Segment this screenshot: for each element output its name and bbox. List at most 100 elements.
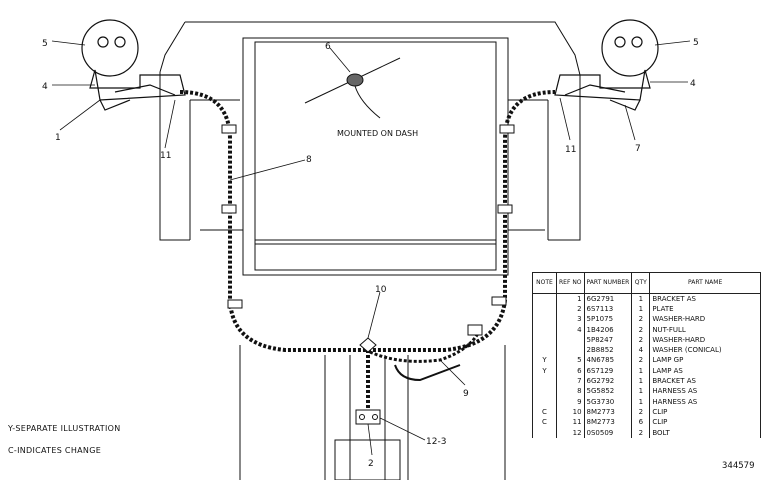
cab-outline <box>159 21 581 76</box>
cell-note <box>532 427 557 439</box>
cell-name: CLIP <box>649 407 761 418</box>
cell-name: BRACKET AS <box>649 293 761 305</box>
callout-labels: 5 4 1 11 6 8 10 9 5 4 11 7 12-3 2 MOUNTE… <box>42 38 699 469</box>
separate-illustration-note: Y-SEPARATE ILLUSTRATION <box>8 424 121 433</box>
header-qty: QTY <box>631 272 651 294</box>
cell-note <box>532 304 557 315</box>
cell-note: C <box>532 417 557 428</box>
harness-8 <box>179 90 556 352</box>
cell-note <box>532 324 557 336</box>
mount-label: MOUNTED ON DASH <box>337 129 418 138</box>
cell-name: WASHER (CONICAL) <box>649 345 761 356</box>
cell-ref: 3 <box>556 314 585 325</box>
window-crossbar <box>255 239 496 245</box>
window-inner <box>254 41 497 271</box>
callout-6-top: 6 <box>325 42 331 52</box>
right-lamp <box>554 19 659 111</box>
cell-note: C <box>532 407 557 418</box>
left-lamp <box>81 19 186 111</box>
header-part-name: PART NAME <box>649 272 761 294</box>
cell-note <box>532 345 557 356</box>
cell-part: 4N6785 <box>583 355 633 367</box>
cell-note: Y <box>532 355 557 367</box>
cell-ref: 2 <box>556 304 585 315</box>
cell-ref: 5 <box>556 355 585 367</box>
callout-5-left: 5 <box>42 39 48 49</box>
cell-ref: 8 <box>556 386 585 397</box>
callout-2-bottom: 2 <box>368 459 374 469</box>
header-part-number: PART NUMBER <box>583 272 633 294</box>
cell-qty: 2 <box>631 335 651 346</box>
indicates-change-note: C-INDICATES CHANGE <box>8 446 102 455</box>
cell-part: 1B4206 <box>583 324 633 336</box>
cell-part: 5G3730 <box>583 396 633 408</box>
cell-part: 0S0509 <box>583 427 633 439</box>
cell-ref: 6 <box>556 366 585 377</box>
cell-qty: 2 <box>631 427 651 439</box>
callout-10-center: 10 <box>375 285 387 295</box>
dash-lamp <box>304 57 401 119</box>
leader-lines <box>51 40 691 456</box>
cab-right-post <box>547 75 581 241</box>
cell-part: 5G5852 <box>583 386 633 397</box>
cell-qty: 1 <box>631 366 651 377</box>
callout-11-right: 11 <box>565 145 576 155</box>
cell-part: 8M2773 <box>583 417 633 428</box>
cell-part: 2B8852 <box>583 345 633 356</box>
callout-7-right: 7 <box>635 144 641 154</box>
cell-name: NUT-FULL <box>649 324 761 336</box>
cell-note <box>532 335 557 346</box>
cell-note <box>532 376 557 387</box>
drawing-number: 344579 <box>722 461 755 471</box>
cell-ref: 9 <box>556 396 585 408</box>
cell-part: 6G2791 <box>583 293 633 305</box>
callout-1-left: 1 <box>55 133 61 143</box>
cell-ref <box>556 345 585 356</box>
right-lamp-lead <box>394 364 461 382</box>
cell-name: BOLT <box>649 427 761 439</box>
cell-note <box>532 314 557 325</box>
cell-name: HARNESS AS <box>649 396 761 408</box>
cell-part: 6S7129 <box>583 366 633 377</box>
cell-note <box>532 293 557 305</box>
cell-part: 6S7113 <box>583 304 633 315</box>
callout-4-left: 4 <box>42 82 48 92</box>
harness-9 <box>369 329 482 363</box>
cell-name: BRACKET AS <box>649 376 761 387</box>
cell-part: 5P8247 <box>583 335 633 346</box>
steering-column <box>324 355 409 480</box>
cell-ref: 7 <box>556 376 585 387</box>
cell-note: Y <box>532 366 557 377</box>
cell-qty: 2 <box>631 407 651 418</box>
callout-8-mid: 8 <box>306 155 312 165</box>
callout-4-right: 4 <box>690 79 696 89</box>
cell-name: HARNESS AS <box>649 386 761 397</box>
cell-name: WASHER-HARD <box>649 335 761 346</box>
cell-name: LAMP GP <box>649 355 761 367</box>
cell-name: LAMP AS <box>649 366 761 377</box>
cell-qty: 1 <box>631 386 651 397</box>
cell-qty: 2 <box>631 314 651 325</box>
cell-qty: 1 <box>631 396 651 408</box>
cell-name: PLATE <box>649 304 761 315</box>
header-note: NOTE <box>532 272 557 294</box>
header-ref-no: REF NO <box>556 272 585 294</box>
cab-left-post <box>159 72 191 241</box>
harness-clips <box>221 124 515 425</box>
cell-note <box>532 386 557 397</box>
parts-table-header: NOTE REF NO PART NUMBER QTY PART NAME <box>532 272 761 294</box>
cell-part: 5P1075 <box>583 314 633 325</box>
